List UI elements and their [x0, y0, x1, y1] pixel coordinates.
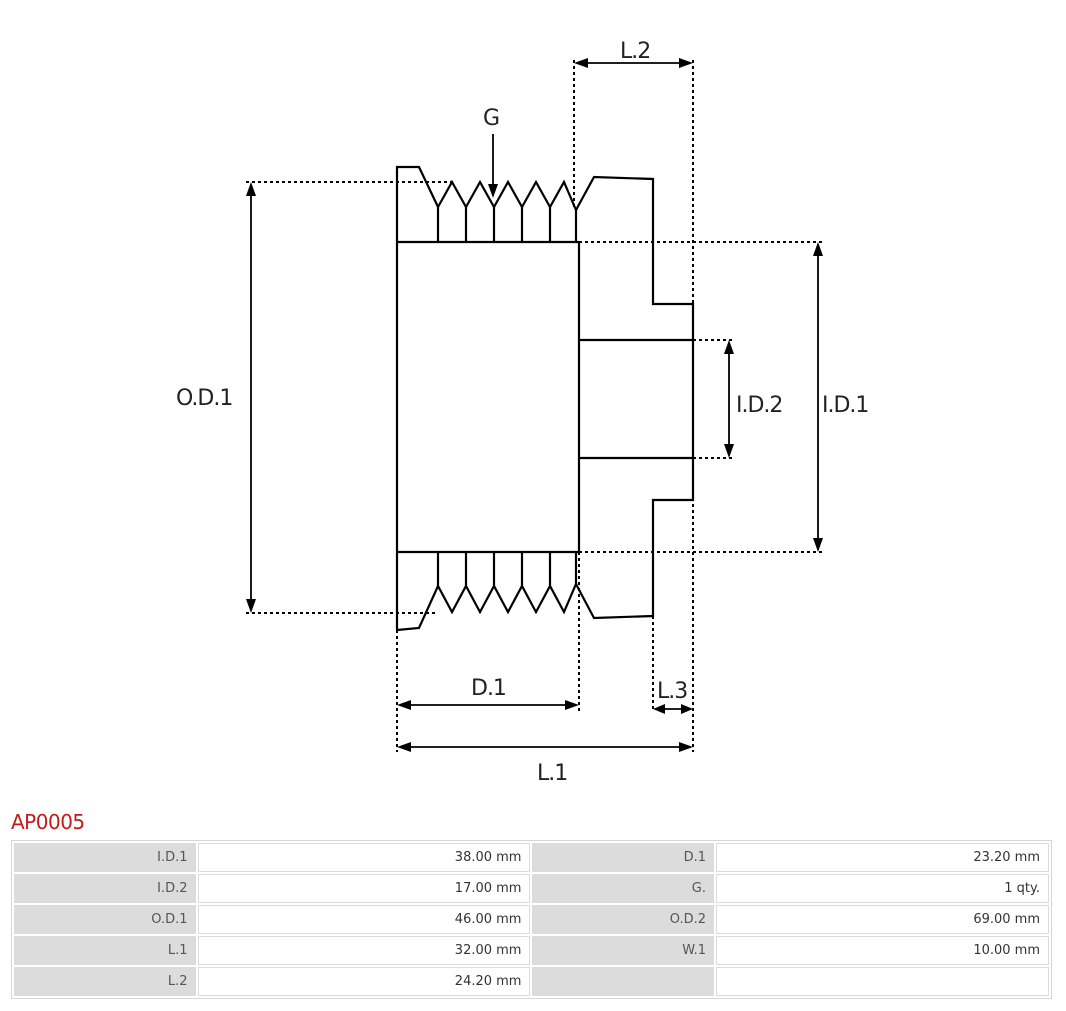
extension-lines [246, 60, 822, 752]
label-id2: I.D.2 [736, 393, 782, 418]
spec-value: 38.00 mm [197, 843, 531, 872]
label-l2: L.2 [620, 39, 650, 64]
spec-value: 1 qty. [716, 874, 1049, 903]
spec-key: G. [532, 874, 714, 903]
spec-key: L.1 [14, 936, 196, 965]
part-code-title: AP0005 [11, 810, 85, 834]
spec-value: 46.00 mm [197, 905, 531, 934]
spec-value: 32.00 mm [197, 936, 531, 965]
label-l1: L.1 [537, 761, 567, 786]
pulley-technical-drawing: G L.2 O.D.1 I.D.2 I.D.1 D.1 L.3 L.1 [176, 39, 869, 786]
table-row: O.D.1 46.00 mm O.D.2 69.00 mm [14, 905, 1049, 934]
table-row: I.D.1 38.00 mm D.1 23.20 mm [14, 843, 1049, 872]
spec-value: 23.20 mm [716, 843, 1049, 872]
label-od1: O.D.1 [176, 386, 232, 411]
label-d1: D.1 [471, 676, 506, 701]
spec-key: L.2 [14, 967, 196, 996]
table-row: L.2 24.20 mm [14, 967, 1049, 996]
label-g: G [483, 106, 499, 131]
spec-value [716, 967, 1049, 996]
spec-key: D.1 [532, 843, 714, 872]
spec-key: O.D.2 [532, 905, 714, 934]
spec-key: O.D.1 [14, 905, 196, 934]
spec-value: 24.20 mm [197, 967, 531, 996]
spec-key [532, 967, 714, 996]
spec-key: I.D.2 [14, 874, 196, 903]
spec-value: 69.00 mm [716, 905, 1049, 934]
spec-value: 17.00 mm [197, 874, 531, 903]
spec-key: W.1 [532, 936, 714, 965]
spec-key: I.D.1 [14, 843, 196, 872]
dimension-lines [246, 58, 823, 752]
specifications-table: I.D.1 38.00 mm D.1 23.20 mm I.D.2 17.00 … [11, 840, 1052, 999]
table-row: L.1 32.00 mm W.1 10.00 mm [14, 936, 1049, 965]
spec-value: 10.00 mm [716, 936, 1049, 965]
label-l3: L.3 [657, 679, 687, 704]
table-row: I.D.2 17.00 mm G. 1 qty. [14, 874, 1049, 903]
pulley-outline [395, 165, 695, 632]
label-id1: I.D.1 [822, 393, 868, 418]
